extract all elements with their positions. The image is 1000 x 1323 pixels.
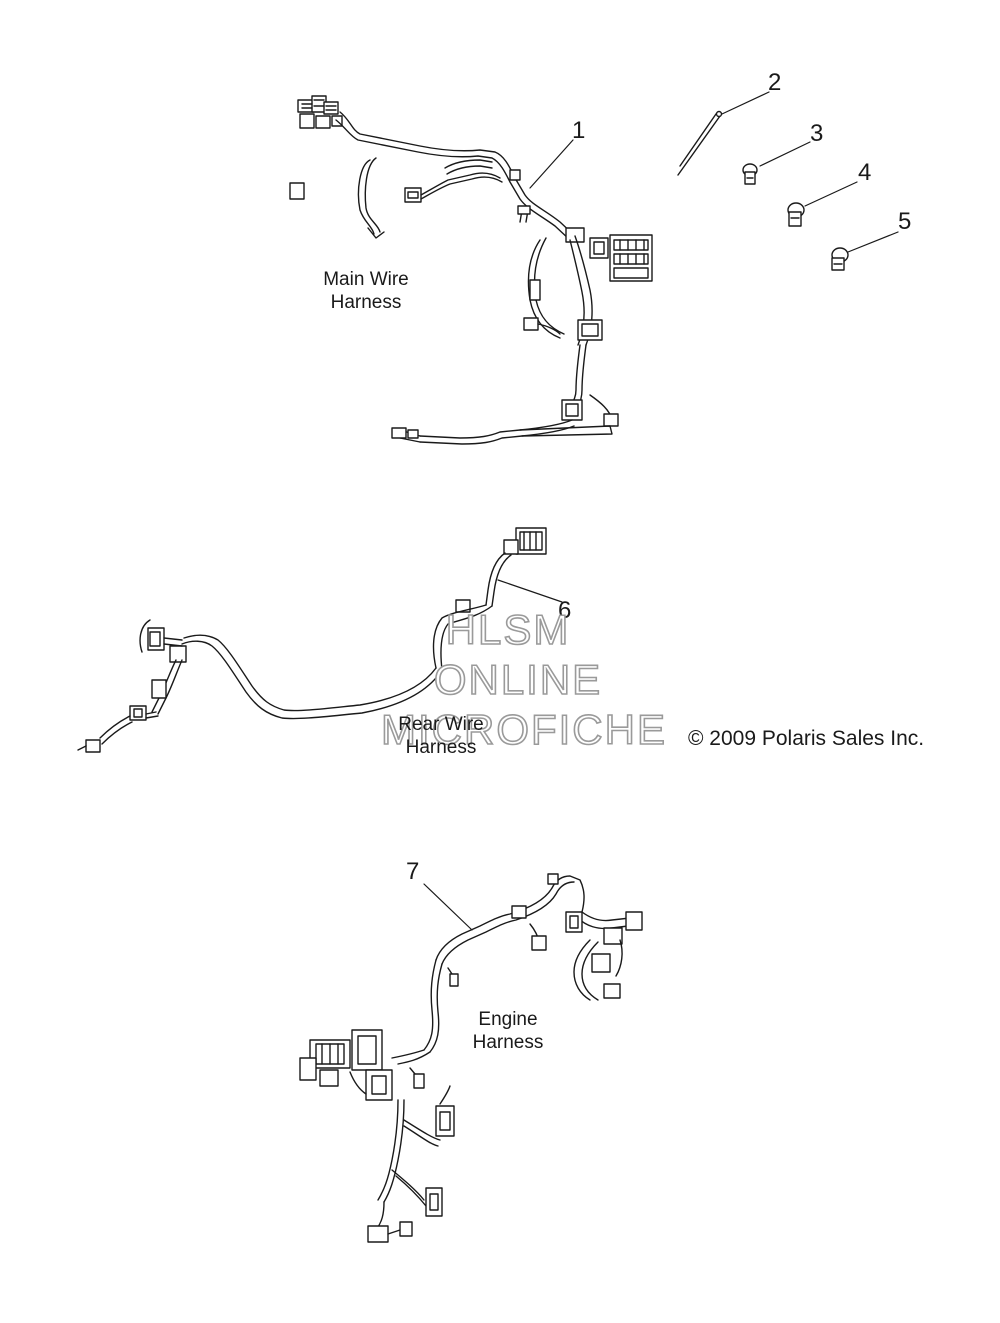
watermark-line3: MICROFICHE (380, 705, 667, 754)
leader-3 (759, 141, 811, 167)
engine-harness-label: Engine Harness (456, 1008, 560, 1054)
callout-7: 7 (406, 858, 420, 885)
item-3-clip (742, 163, 758, 185)
copyright-notice: © 2009 Polaris Sales Inc. (688, 727, 925, 750)
rear-harness-label-line1: Rear Wire (398, 714, 484, 735)
watermark-line1: HLSM (445, 605, 571, 654)
main-harness-label-line1: Main Wire (323, 269, 409, 290)
leader-7 (423, 883, 473, 931)
watermark-line2: ONLINE (433, 655, 603, 704)
engine-wire-harness (299, 873, 643, 1243)
rear-wire-harness (77, 527, 547, 753)
item-2-cable-tie (677, 110, 723, 176)
callout-3: 3 (810, 120, 824, 147)
leader-6 (497, 579, 563, 603)
engine-harness-label-line1: Engine (478, 1009, 538, 1030)
leader-lines (423, 91, 899, 931)
leader-4 (804, 181, 858, 207)
callout-4: 4 (858, 159, 872, 186)
leader-5 (847, 231, 899, 253)
leader-1 (529, 139, 574, 189)
main-harness-connector-cluster-top (297, 95, 343, 129)
main-harness-mid-connectors (404, 159, 521, 203)
main-wire-harness (289, 95, 653, 445)
rear-harness-label-line2: Harness (405, 737, 477, 758)
main-harness-label-line2: Harness (330, 292, 402, 313)
item-5-clip (831, 247, 849, 271)
leader-2 (721, 91, 770, 115)
callout-6: 6 (558, 597, 572, 624)
rear-harness-label: Rear Wire Harness (386, 713, 496, 759)
callout-2: 2 (768, 69, 782, 96)
callout-1: 1 (572, 117, 586, 144)
callout-5: 5 (898, 208, 912, 235)
item-4-clip (787, 202, 805, 227)
main-harness-label: Main Wire Harness (308, 268, 424, 314)
main-harness-fuse-box (565, 227, 653, 282)
engine-harness-label-line2: Harness (472, 1032, 544, 1053)
